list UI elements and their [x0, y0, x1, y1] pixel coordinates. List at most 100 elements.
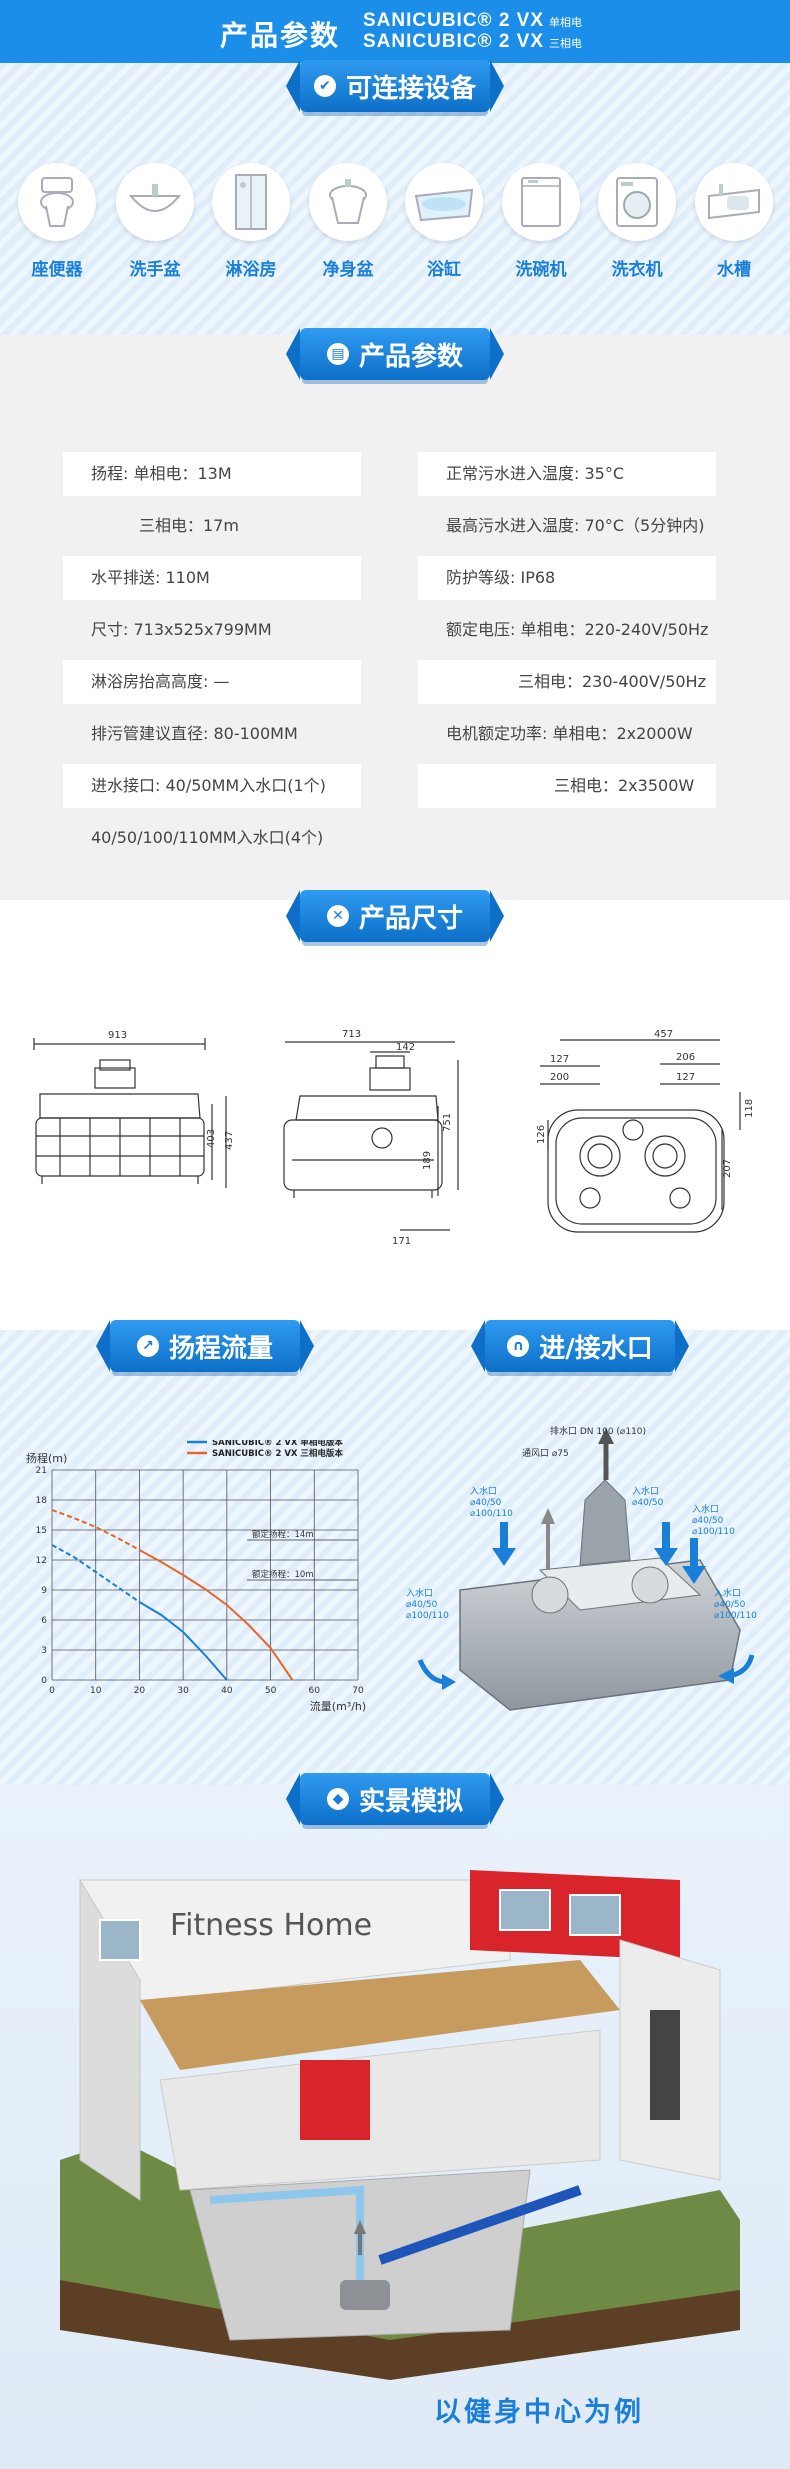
bidet-icon	[309, 163, 387, 241]
front-view-drawing	[33, 1038, 227, 1188]
y-tick-label: 21	[36, 1466, 47, 1476]
flow-inlet-section	[0, 1330, 790, 1785]
dim-label: 118	[744, 1099, 755, 1118]
section-banner-dimensions: ✕ 产品尺寸	[286, 890, 504, 942]
annotation-label: 额定扬程：10m	[252, 1569, 314, 1580]
outlet-pipe	[579, 1479, 631, 1566]
washing-machine-icon	[598, 163, 676, 241]
cube-icon: ◆	[326, 1788, 349, 1810]
spec-power-three-phase: 三相电：2x3500W	[418, 764, 716, 808]
brand-name: SANICUBIC® 2 VX	[363, 31, 545, 52]
dim-label: 437	[224, 1131, 235, 1150]
spec-inlet: 进水接口: 40/50MM入水口(1个)	[63, 764, 361, 808]
device-washing-machine: 洗衣机	[596, 163, 678, 280]
dim-label: 127	[550, 1054, 569, 1065]
bathroom-level	[159, 2029, 601, 2191]
x-tick-label: 20	[134, 1686, 146, 1696]
dim-label: 713	[342, 1029, 361, 1040]
spec-max-temp: 最高污水进入温度: 70°C（5分钟内)	[446, 516, 705, 535]
x-tick-label: 30	[177, 1686, 189, 1696]
dim-label: 142	[396, 1042, 415, 1053]
inlet-label: 入水口⌀40/50⌀100/110	[714, 1587, 757, 1621]
section-title: 产品参数	[358, 341, 463, 372]
y-tick-label: 9	[41, 1586, 47, 1596]
ruler-icon: ✕	[326, 905, 349, 927]
x-tick-label: 0	[49, 1686, 55, 1696]
series-line	[138, 1601, 228, 1681]
series-line-dashed	[51, 1544, 140, 1603]
section-banner-devices: ✔ 可连接设备	[286, 60, 504, 112]
shower-icon	[212, 163, 290, 241]
device-shower: 淋浴房	[210, 163, 292, 280]
device-bathtub: 浴缸	[403, 163, 485, 280]
outlet-label: 排水口 DN 100 (⌀110)	[550, 1425, 646, 1437]
spec-power: 电机额定功率: 单相电：2x2000W	[446, 724, 693, 743]
x-tick-label: 50	[265, 1686, 277, 1696]
gym-floor	[140, 1960, 620, 2070]
device-bidet: 净身盆	[307, 163, 389, 280]
dim-label: 206	[676, 1052, 695, 1063]
spec-inlet-extra: 40/50/100/110MM入水口(4个)	[91, 828, 324, 847]
dimension-drawings: 913 403 437 713 142 751 189 171 457 127 …	[33, 1029, 755, 1247]
x-tick-label: 10	[90, 1686, 102, 1696]
inlet-label: 入水口⌀40/50⌀100/110	[470, 1485, 513, 1519]
device-sink: 水槽	[693, 163, 775, 280]
inlet-arrow-icon	[654, 1522, 678, 1566]
spec-size: 尺寸: 713x525x799MM	[91, 620, 272, 639]
device-label: 净身盆	[322, 260, 374, 280]
legend-label: SANICUBIC® 2 VX 单相电版本	[212, 1440, 343, 1448]
phase-label: 单相电	[549, 17, 583, 29]
spec-normal-temp: 正常污水进入温度: 35°C	[418, 452, 716, 496]
device-label: 淋浴房	[225, 260, 277, 280]
dim-label: 126	[536, 1125, 547, 1144]
chart-icon: ↗	[136, 1335, 159, 1357]
inlet-arrow-icon	[442, 1674, 456, 1690]
vent-arrow-icon	[541, 1508, 555, 1524]
inlet-arrow-icon	[492, 1522, 516, 1566]
inlet-diagram: 排水口 DN 100 (⌀110) 通风口 ⌀75 入水口⌀40/50⌀100/…	[406, 1425, 757, 1711]
washbasin-icon	[116, 163, 194, 241]
phase-label: 三相电	[549, 38, 583, 50]
gym-sign: Fitness Home	[170, 1908, 372, 1943]
page-title: 产品参数	[220, 19, 341, 52]
section-title: 实景模拟	[358, 1786, 463, 1817]
device-label: 洗手盆	[129, 260, 181, 280]
spec-head: 扬程: 单相电：13M	[63, 452, 361, 496]
inlet-arrow-icon	[718, 1668, 734, 1684]
spec-voltage: 额定电压: 单相电：220-240V/50Hz	[446, 620, 709, 639]
section-title: 进/接水口	[539, 1333, 653, 1364]
sink-icon	[695, 163, 773, 241]
drain-pipe	[378, 2185, 582, 2265]
x-axis-label: 流量(m³/h)	[310, 1699, 366, 1713]
outlet-arrow-icon	[598, 1428, 614, 1444]
y-tick-label: 6	[41, 1616, 47, 1626]
section-banner-flow: ↗ 扬程流量	[96, 1320, 314, 1372]
dim-label: 127	[676, 1072, 695, 1083]
side-view-drawing	[283, 1041, 459, 1231]
top-view-drawing	[540, 1039, 741, 1233]
device-toilet: 座便器	[16, 163, 98, 280]
device-label: 水槽	[717, 260, 751, 280]
dim-label: 457	[654, 1029, 673, 1040]
y-tick-label: 3	[41, 1646, 47, 1656]
pump-unit	[340, 2280, 390, 2310]
section-title: 扬程流量	[168, 1333, 273, 1364]
x-tick-label: 60	[309, 1686, 321, 1696]
spec-voltage-three-phase: 三相电：230-400V/50Hz	[418, 660, 716, 704]
inlet-label: 入水口⌀40/50⌀100/110	[406, 1587, 449, 1621]
inlet-arrow-icon	[682, 1538, 706, 1584]
section-banner-scene: ◆ 实景模拟	[286, 1773, 504, 1825]
x-tick-label: 40	[221, 1686, 233, 1696]
up-arrow-icon	[354, 2220, 366, 2234]
pipe-icon: ∩	[507, 1335, 530, 1357]
y-tick-label: 12	[36, 1556, 47, 1566]
dim-label: 189	[422, 1151, 433, 1170]
section-title: 产品尺寸	[358, 903, 463, 934]
dim-label: 171	[392, 1236, 411, 1247]
device-label: 座便器	[31, 260, 83, 280]
series-line	[138, 1549, 294, 1681]
